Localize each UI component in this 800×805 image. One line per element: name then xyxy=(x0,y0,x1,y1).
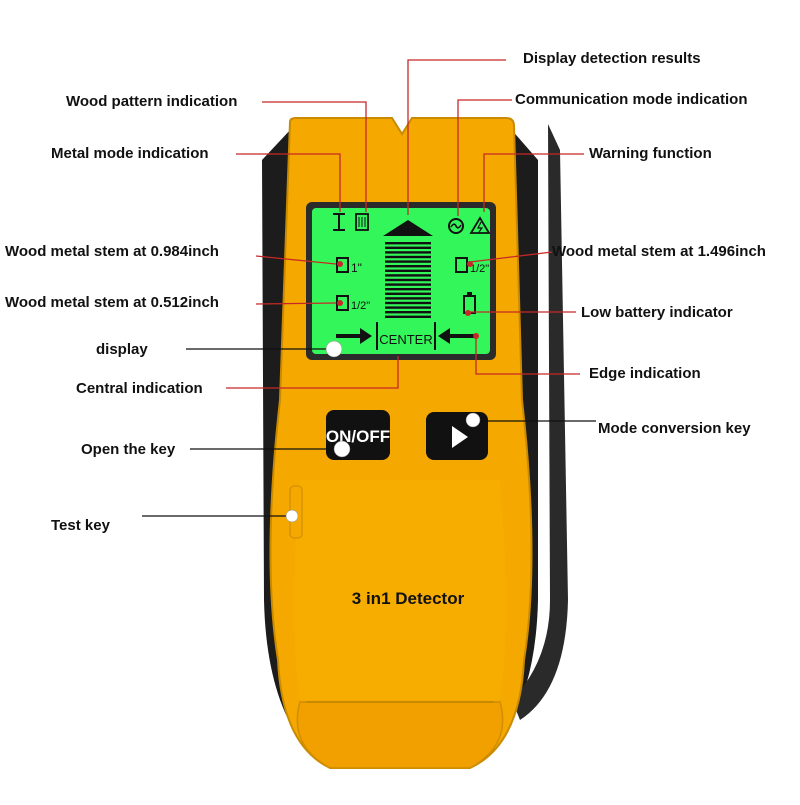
label-open-the-key: Open the key xyxy=(81,441,176,458)
bar-segment xyxy=(385,246,431,249)
bar-segment xyxy=(385,283,431,286)
product-name: 3 in1 Detector xyxy=(352,589,465,608)
wood-stem-icon-1 xyxy=(336,257,349,273)
metal-mode-icon xyxy=(333,213,345,231)
marker-dots xyxy=(285,340,481,523)
label-communication-mode-indication: Communication mode indication xyxy=(515,91,748,108)
red-dots xyxy=(337,261,479,339)
label-low-battery-indicator: Low battery indicator xyxy=(581,304,733,321)
bar-segment xyxy=(385,265,431,268)
wood-pattern-icon xyxy=(355,213,369,231)
label-wood-metal-stem-0984: Wood metal stem at 0.984inch xyxy=(5,243,219,260)
bar-segment xyxy=(385,251,431,254)
wood-stem-mark-2: 1/2" xyxy=(351,300,370,312)
center-label: CENTER xyxy=(379,332,432,347)
center-arrow-right xyxy=(438,328,474,344)
body-shading xyxy=(294,480,506,700)
center-arrow-left xyxy=(336,328,372,344)
onoff-label: ON/OFF xyxy=(326,427,390,446)
bar-segment xyxy=(385,301,431,305)
label-display: display xyxy=(96,341,148,358)
label-mode-conversion-key: Mode conversion key xyxy=(598,420,751,437)
bar-segment xyxy=(385,297,431,300)
bar-segment xyxy=(385,255,431,259)
bar-segment xyxy=(385,269,431,272)
bottom-cap xyxy=(296,701,504,769)
bar-segment xyxy=(385,274,431,277)
wood-stem-mark-1: 1" xyxy=(351,261,362,275)
play-icon xyxy=(452,426,468,448)
bar-segment xyxy=(385,311,431,314)
bar-graph xyxy=(385,242,431,318)
bar-segment xyxy=(385,315,431,318)
label-metal-mode-indication: Metal mode indication xyxy=(51,145,209,162)
right-grip-side xyxy=(512,124,568,720)
bar-segment xyxy=(385,260,431,263)
warning-icon xyxy=(469,216,491,234)
label-edge-indication: Edge indication xyxy=(589,365,701,382)
label-central-indication: Central indication xyxy=(76,380,203,397)
label-warning-function: Warning function xyxy=(589,145,712,162)
bar-segment xyxy=(385,288,431,291)
label-wood-pattern-indication: Wood pattern indication xyxy=(66,93,238,110)
wood-stem-mark-right: 1/2" xyxy=(470,263,489,275)
bar-segment xyxy=(385,278,431,282)
bar-segment xyxy=(385,242,431,245)
label-wood-metal-stem-0512: Wood metal stem at 0.512inch xyxy=(5,294,219,311)
label-wood-metal-stem-1496: Wood metal stem at 1.496inch xyxy=(552,243,766,260)
bar-graph-arrow xyxy=(383,220,433,236)
bar-segment xyxy=(385,292,431,295)
communication-icon xyxy=(448,218,464,234)
label-test-key: Test key xyxy=(51,517,110,534)
leader-lines xyxy=(226,59,584,389)
label-display-detection-results: Display detection results xyxy=(523,50,701,67)
bar-segment xyxy=(385,306,431,309)
wood-stem-icon-right xyxy=(455,257,468,273)
black-leader-lines xyxy=(142,348,596,517)
